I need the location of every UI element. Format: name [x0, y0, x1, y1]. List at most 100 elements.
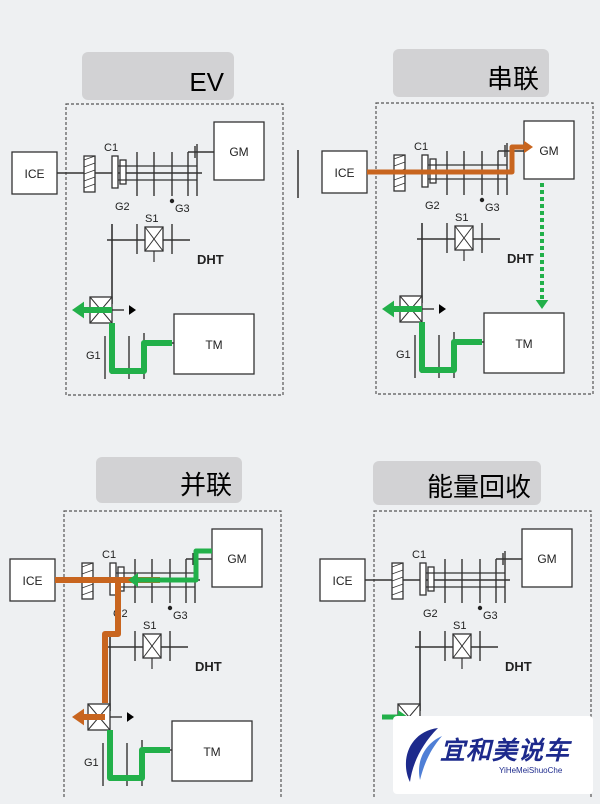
- s1-label: S1: [145, 213, 158, 225]
- damper-hatch: [391, 569, 404, 575]
- gm-block: [213, 121, 265, 181]
- gm-label: GM: [227, 552, 246, 566]
- g2-label: G2: [115, 201, 130, 213]
- c1-plate: [119, 159, 127, 185]
- output-arrow-right: [127, 712, 134, 722]
- damper-hatch: [81, 569, 94, 575]
- output-arrow-right: [129, 305, 136, 315]
- gm-block: [211, 528, 263, 588]
- panel-title-ev-group: EV: [82, 52, 234, 100]
- ice-label: ICE: [24, 167, 44, 181]
- power-flow-tm: [109, 323, 172, 374]
- damper-hatch: [83, 155, 96, 161]
- dht-housing: [375, 102, 594, 395]
- s1-cross: [144, 226, 164, 252]
- damper-hatch: [83, 176, 96, 182]
- panel-title-series: 串联: [487, 64, 539, 94]
- gm-label: GM: [537, 552, 556, 566]
- g3-marker: [167, 605, 173, 611]
- panel-title-parallel: 并联: [180, 470, 232, 500]
- damper-hatch: [81, 583, 94, 589]
- gm-block: [523, 120, 575, 180]
- tm-block: [483, 312, 565, 374]
- damper: [83, 155, 96, 193]
- g3-label: G3: [483, 610, 498, 622]
- damper-hatch: [391, 590, 404, 596]
- g3-label: G3: [175, 203, 190, 215]
- g3-label: G3: [485, 202, 500, 214]
- ice-block: [9, 558, 56, 602]
- c1-label: C1: [414, 141, 428, 153]
- c1-label: C1: [412, 549, 426, 561]
- engine-flow-drop: [102, 580, 121, 703]
- tm-label: TM: [515, 337, 532, 351]
- c1-plate: [111, 155, 119, 189]
- ice-label: ICE: [332, 574, 352, 588]
- engine-arrow-left: [72, 708, 84, 726]
- damper-hatch: [393, 175, 406, 181]
- damper-hatch: [393, 161, 406, 167]
- damper-hatch: [393, 182, 406, 188]
- panel-title-regen-bg: [373, 461, 541, 505]
- c1-plate: [427, 566, 435, 592]
- ice-label: ICE: [334, 166, 354, 180]
- s1-cross: [454, 225, 474, 251]
- tm-block: [173, 313, 255, 375]
- damper-hatch: [391, 583, 404, 589]
- dht-label: DHT: [505, 659, 532, 674]
- damper-hatch: [393, 154, 406, 160]
- engine-arrow-right: [524, 140, 533, 154]
- damper-hatch: [83, 162, 96, 168]
- panel-title-ev-bg: [82, 52, 234, 100]
- s1-cross: [452, 633, 472, 659]
- g1-label: G1: [84, 757, 99, 769]
- s1-cross: [142, 633, 162, 659]
- s1-label: S1: [455, 212, 468, 224]
- g2-label: G2: [423, 608, 438, 620]
- gm-block: [521, 528, 573, 588]
- tm-block: [171, 720, 253, 782]
- c1-plate: [419, 562, 427, 596]
- dht-label: DHT: [195, 659, 222, 674]
- damper-hatch: [391, 562, 404, 568]
- damper: [391, 562, 404, 600]
- panel-title-regen-group: 能量回收: [373, 461, 541, 505]
- s1-label: S1: [453, 620, 466, 632]
- watermark-logo-icon: [405, 728, 442, 782]
- tm-label: TM: [205, 338, 222, 352]
- c1-label: C1: [104, 142, 118, 154]
- output-arrow-right: [439, 304, 446, 314]
- panel-title-ev: EV: [189, 67, 224, 97]
- tm-label: TM: [203, 745, 220, 759]
- ice-label: ICE: [22, 574, 42, 588]
- panel-title-parallel-bg: [96, 457, 242, 503]
- g3-label: G3: [173, 610, 188, 622]
- g1-label: G1: [396, 349, 411, 361]
- damper-hatch: [83, 183, 96, 189]
- ice-block: [319, 558, 366, 602]
- damper-hatch: [83, 169, 96, 175]
- dht-housing: [65, 103, 284, 396]
- gm-label: GM: [539, 144, 558, 158]
- panel-title-series-group: 串联: [393, 49, 549, 97]
- panel-title-regen: 能量回收: [427, 472, 531, 502]
- power-flow-tm: [419, 322, 482, 373]
- dht-label: DHT: [197, 252, 224, 267]
- electric-arrow-down: [535, 300, 549, 309]
- damper-hatch: [391, 576, 404, 582]
- flow-arrow-left: [72, 301, 84, 319]
- watermark-title: 宜和美说车: [440, 736, 571, 765]
- s1-label: S1: [143, 620, 156, 632]
- panel-title-parallel-group: 并联: [96, 457, 242, 503]
- g3-marker: [477, 605, 483, 611]
- damper-hatch: [81, 590, 94, 596]
- c1-label: C1: [102, 549, 116, 561]
- panel-title-series-bg: [393, 49, 549, 97]
- g1-label: G1: [86, 350, 101, 362]
- g3-marker: [479, 197, 485, 203]
